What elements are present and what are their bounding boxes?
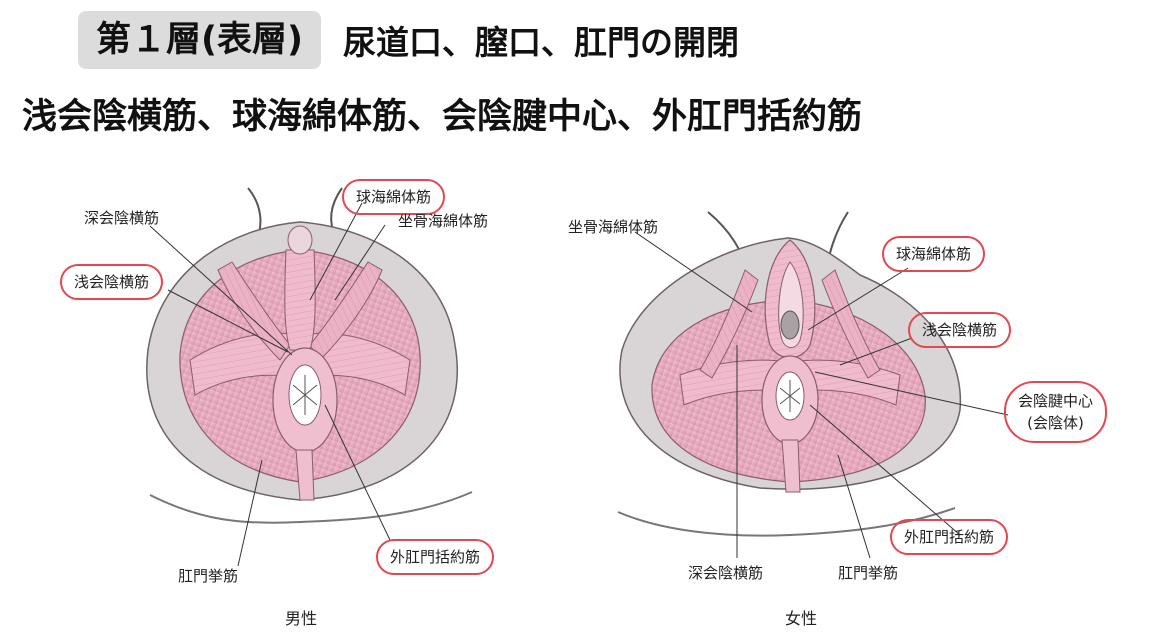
male-caption: 男性 <box>285 609 318 628</box>
female-vaginal-opening <box>780 310 800 340</box>
male-body-contour <box>149 491 473 524</box>
muscles-summary: 浅会陰横筋、球海綿体筋、会陰腱中心、外肛門括約筋 <box>22 97 863 137</box>
female-illustration <box>617 211 1009 559</box>
male-leader-lines <box>149 202 391 567</box>
female-leader-lines <box>634 231 1009 559</box>
female-label-perineal-body-line2: (会陰体) <box>1027 414 1084 432</box>
female-label-ischiocavernosus: 坐骨海綿体筋 <box>568 218 659 236</box>
male-label-bulbospongiosus: 球海綿体筋 <box>342 179 446 215</box>
male-label-levator-ani: 肛門挙筋 <box>178 567 239 585</box>
title-row: 第１層(表層) 尿道口、膣口、肛門の開閉 <box>78 10 739 70</box>
male-illustration <box>146 187 473 567</box>
female-label-superficial-transverse-perineal: 浅会陰横筋 <box>908 312 1012 348</box>
male-label-ischiocavernosus: 坐骨海綿体筋 <box>398 212 489 230</box>
male-bulbospongiosus <box>284 249 316 351</box>
female-label-levator-ani: 肛門挙筋 <box>838 564 899 582</box>
male-label-deep-transverse-perineal: 深会陰横筋 <box>84 209 160 227</box>
male-label-external-anal-sphincter: 外肛門括約筋 <box>376 539 495 575</box>
layer-badge: 第１層(表層) <box>78 11 321 69</box>
female-label-perineal-body-line1: 会陰腱中心 <box>1018 392 1094 410</box>
female-caption: 女性 <box>785 609 818 628</box>
male-anus-mark <box>292 375 318 415</box>
male-anococcygeal <box>295 449 315 501</box>
female-anus-mark <box>779 380 801 412</box>
female-ischiocavernosus-right <box>821 269 881 379</box>
layer-description: 尿道口、膣口、肛門の開閉 <box>343 23 739 62</box>
female-label-perineal-body: 会陰腱中心 (会陰体) <box>1004 381 1108 443</box>
male-penis-root <box>287 225 313 255</box>
female-label-deep-transverse-perineal: 深会陰横筋 <box>688 564 764 582</box>
male-ischiocavernosus-left <box>217 261 291 361</box>
male-label-superficial-transverse-perineal: 浅会陰横筋 <box>60 264 164 300</box>
female-ischiocavernosus-left <box>699 269 759 379</box>
female-anococcygeal <box>781 439 801 493</box>
female-label-bulbospongiosus: 球海綿体筋 <box>882 236 986 272</box>
female-label-external-anal-sphincter: 外肛門括約筋 <box>890 519 1009 555</box>
